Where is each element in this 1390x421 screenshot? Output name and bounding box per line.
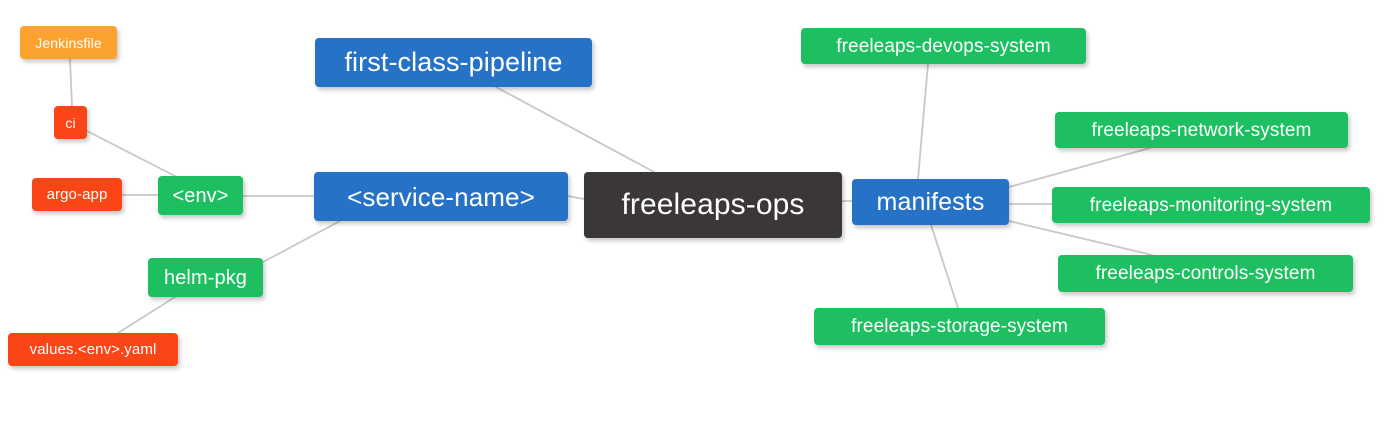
node-label-ci: ci (65, 114, 76, 131)
node-label-freeleaps-devops-system: freeleaps-devops-system (836, 35, 1051, 57)
edge-jenkinsfile-to-ci (69, 58, 73, 107)
node-service-name[interactable]: <service-name> (314, 172, 568, 221)
node-label-manifests: manifests (876, 187, 985, 216)
node-jenkinsfile[interactable]: Jenkinsfile (20, 26, 117, 59)
node-freeleaps-monitoring-system[interactable]: freeleaps-monitoring-system (1052, 187, 1370, 223)
node-first-class-pipeline[interactable]: first-class-pipeline (315, 38, 592, 87)
edge-manifests-to-freeleaps-network-system (1008, 147, 1151, 188)
node-label-service-name: <service-name> (347, 181, 535, 212)
node-label-freeleaps-controls-system: freeleaps-controls-system (1095, 263, 1316, 284)
node-label-freeleaps-ops: freeleaps-ops (621, 188, 805, 221)
node-label-freeleaps-storage-system: freeleaps-storage-system (851, 316, 1068, 337)
node-label-helm-pkg: helm-pkg (163, 266, 248, 289)
edge-ci-to-env (86, 130, 176, 177)
node-helm-pkg[interactable]: helm-pkg (148, 258, 263, 297)
node-label-env: <env> (172, 184, 229, 207)
edge-manifests-to-freeleaps-storage-system (930, 224, 959, 309)
node-ci[interactable]: ci (54, 106, 87, 139)
node-argo-app[interactable]: argo-app (32, 178, 122, 211)
edge-service-name-to-freeleaps-ops (567, 195, 585, 200)
edge-manifests-to-freeleaps-devops-system (917, 63, 929, 180)
node-freeleaps-storage-system[interactable]: freeleaps-storage-system (814, 308, 1105, 345)
node-label-jenkinsfile: Jenkinsfile (35, 34, 102, 51)
node-freeleaps-network-system[interactable]: freeleaps-network-system (1055, 112, 1348, 148)
node-values-env-yaml[interactable]: values.<env>.yaml (8, 333, 178, 366)
edge-first-class-pipeline-to-freeleaps-ops (495, 86, 655, 173)
node-label-values-env-yaml: values.<env>.yaml (29, 341, 157, 358)
node-label-first-class-pipeline: first-class-pipeline (344, 47, 563, 77)
edge-manifests-to-freeleaps-controls-system (1008, 220, 1153, 256)
node-manifests[interactable]: manifests (852, 179, 1009, 225)
node-label-freeleaps-network-system: freeleaps-network-system (1091, 119, 1312, 141)
node-freeleaps-controls-system[interactable]: freeleaps-controls-system (1058, 255, 1353, 292)
edge-service-name-to-helm-pkg (262, 220, 341, 263)
node-env[interactable]: <env> (158, 176, 243, 215)
node-freeleaps-devops-system[interactable]: freeleaps-devops-system (801, 28, 1086, 64)
node-label-freeleaps-monitoring-system: freeleaps-monitoring-system (1089, 194, 1333, 216)
edge-helm-pkg-to-values-env-yaml (117, 296, 176, 334)
node-label-argo-app: argo-app (46, 186, 108, 203)
node-freeleaps-ops[interactable]: freeleaps-ops (584, 172, 842, 238)
